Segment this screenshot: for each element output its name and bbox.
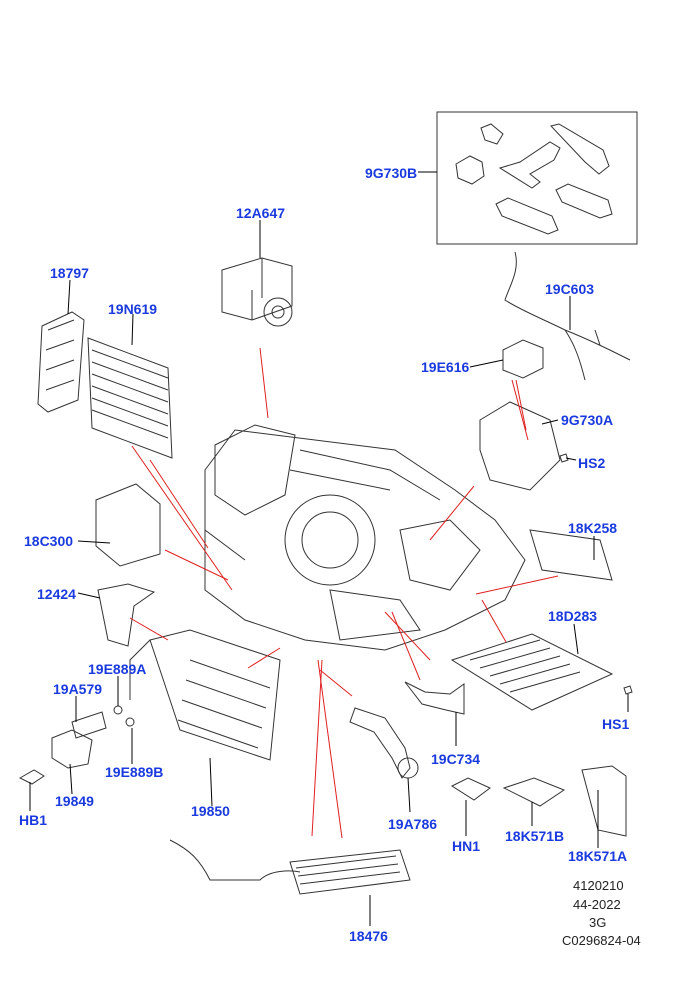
pipe-19c734-drawing bbox=[404, 681, 465, 715]
clip-19e889a bbox=[113, 705, 123, 715]
pipe-19a786-drawing bbox=[349, 707, 411, 779]
hvac-housing-drawing bbox=[204, 424, 526, 651]
reference-number: 4120210 bbox=[573, 878, 624, 893]
heater-core-drawing bbox=[129, 629, 281, 761]
part-label-19849: 19849 bbox=[55, 793, 94, 809]
actuator-19e616-drawing bbox=[502, 339, 544, 379]
evaporator-drawing bbox=[450, 633, 614, 711]
pollen-filter-drawing bbox=[87, 337, 173, 459]
bracket-18k571b-drawing bbox=[502, 777, 566, 807]
part-label-18k258: 18K258 bbox=[568, 520, 618, 536]
wiring-harness bbox=[504, 251, 631, 381]
actuator-kit-parts bbox=[455, 123, 613, 235]
heater-18476-drawing bbox=[169, 839, 411, 895]
nut-hn1-drawing bbox=[450, 777, 491, 801]
seal-18k258-drawing bbox=[529, 529, 613, 581]
part-label-19a579: 19A579 bbox=[53, 681, 103, 697]
reference-date: 44-2022 bbox=[573, 897, 621, 912]
reference-code: 3G bbox=[589, 915, 607, 930]
part-label-18d283: 18D283 bbox=[548, 608, 598, 624]
blower-motor-drawing bbox=[221, 257, 293, 327]
part-label-hn1: HN1 bbox=[452, 838, 481, 854]
part-label-hs2: HS2 bbox=[578, 455, 606, 471]
part-label-19e616: 19E616 bbox=[421, 359, 470, 375]
part-label-18k571b: 18K571B bbox=[505, 828, 565, 844]
callout-lines bbox=[129, 347, 559, 839]
bracket-19a579-drawing bbox=[71, 711, 107, 739]
part-label-19c603: 19C603 bbox=[545, 281, 595, 297]
cover-18k571a-drawing bbox=[581, 765, 627, 837]
actuator-9g730a-drawing bbox=[479, 401, 561, 491]
part-label-19a786: 19A786 bbox=[388, 816, 438, 832]
leader-lines bbox=[29, 171, 629, 926]
filter-frame-drawing bbox=[37, 311, 85, 413]
illustration-id: C0296824-04 bbox=[562, 933, 641, 948]
part-label-hb1: HB1 bbox=[19, 812, 48, 828]
part-label-18476: 18476 bbox=[349, 928, 388, 944]
duct-18c300-drawing bbox=[95, 483, 161, 567]
duct-12424-drawing bbox=[97, 583, 156, 647]
bracket-19849-drawing bbox=[51, 729, 93, 769]
part-label-9g730a: 9G730A bbox=[561, 412, 614, 428]
screw-hs1-drawing bbox=[623, 685, 633, 695]
bolt-hb1-drawing bbox=[18, 769, 45, 785]
clip-19e889b bbox=[125, 717, 135, 727]
part-label-19850: 19850 bbox=[191, 803, 230, 819]
part-label-18797: 18797 bbox=[50, 265, 89, 281]
part-label-hs1: HS1 bbox=[602, 716, 630, 732]
part-label-18c300: 18C300 bbox=[24, 533, 74, 549]
part-label-12424: 12424 bbox=[37, 586, 76, 602]
part-label-19n619: 19N619 bbox=[108, 301, 158, 317]
part-label-19e889b: 19E889B bbox=[105, 764, 164, 780]
part-label-18k571a: 18K571A bbox=[568, 848, 628, 864]
part-label-19c734: 19C734 bbox=[431, 751, 481, 767]
screw-hs2-drawing bbox=[559, 453, 569, 463]
part-label-9g730b: 9G730B bbox=[365, 165, 418, 181]
part-label-19e889a: 19E889A bbox=[88, 661, 147, 677]
kit-inset-frame bbox=[436, 111, 638, 245]
part-label-12a647: 12A647 bbox=[236, 205, 286, 221]
